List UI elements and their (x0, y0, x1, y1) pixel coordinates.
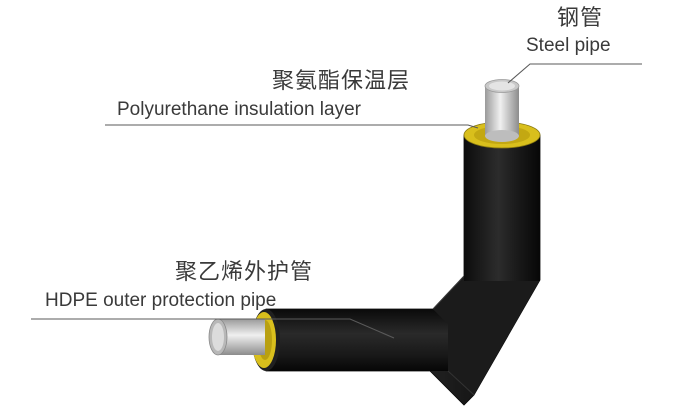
steel-pipe (484, 79, 520, 142)
steel-pipe-left-end (208, 318, 265, 356)
hdpe-outer-protection-pipe (265, 134, 541, 406)
outer-pipe-label-en: HDPE outer protection pipe (45, 290, 277, 311)
steel-pipe-label-en: Steel pipe (526, 35, 611, 56)
insulation-layer-label-zh: 聚氨酯保温层 (272, 69, 411, 94)
insulation-layer-label-en: Polyurethane insulation layer (117, 99, 361, 120)
leader-line-insulation-layer (105, 124, 479, 129)
outer-pipe-label-zh: 聚乙烯外护管 (175, 260, 314, 285)
steel-pipe-label-zh: 钢管 (557, 6, 604, 31)
leader-line-outer-pipe (31, 318, 395, 339)
leader-lines (31, 63, 642, 339)
leader-line-steel-pipe (507, 63, 642, 84)
